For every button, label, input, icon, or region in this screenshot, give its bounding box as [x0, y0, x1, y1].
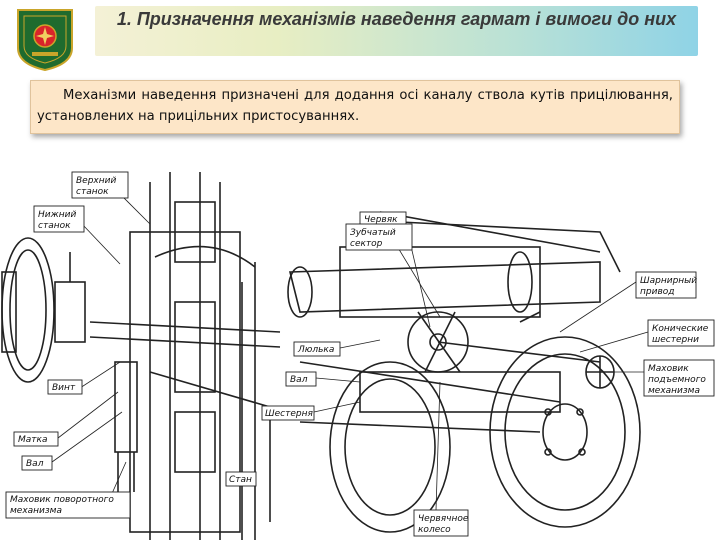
- definition-text: Механізми наведення призначені для додан…: [37, 88, 673, 124]
- gun-barrel-drawing: [287, 211, 621, 433]
- label-worm: Червяк: [364, 215, 398, 225]
- label-shaft-right: Вал: [290, 375, 308, 385]
- label-gear: Шестерня: [265, 409, 313, 419]
- label-shaft-left: Вал: [26, 459, 44, 469]
- right-wheel-drawing: [489, 336, 641, 528]
- rear-wheel-drawing: [329, 361, 451, 533]
- elevating-handwheel-drawing: [585, 355, 615, 389]
- left-wheel-drawing: [1, 237, 55, 383]
- label-nut: Матка: [18, 435, 47, 445]
- label-cradle: Люлька: [297, 345, 334, 355]
- label-screw: Винт: [52, 383, 76, 393]
- label-stan: Стан: [229, 475, 252, 485]
- title-bar: [95, 6, 698, 56]
- slide-title: 1. Призначення механізмів наведення гарм…: [116, 9, 677, 29]
- elevating-sector-drawing: [407, 311, 601, 373]
- carriage-frame-drawing: [54, 172, 281, 540]
- emblem-icon: [17, 9, 73, 72]
- definition-box: Механізми наведення призначені для додан…: [30, 80, 680, 134]
